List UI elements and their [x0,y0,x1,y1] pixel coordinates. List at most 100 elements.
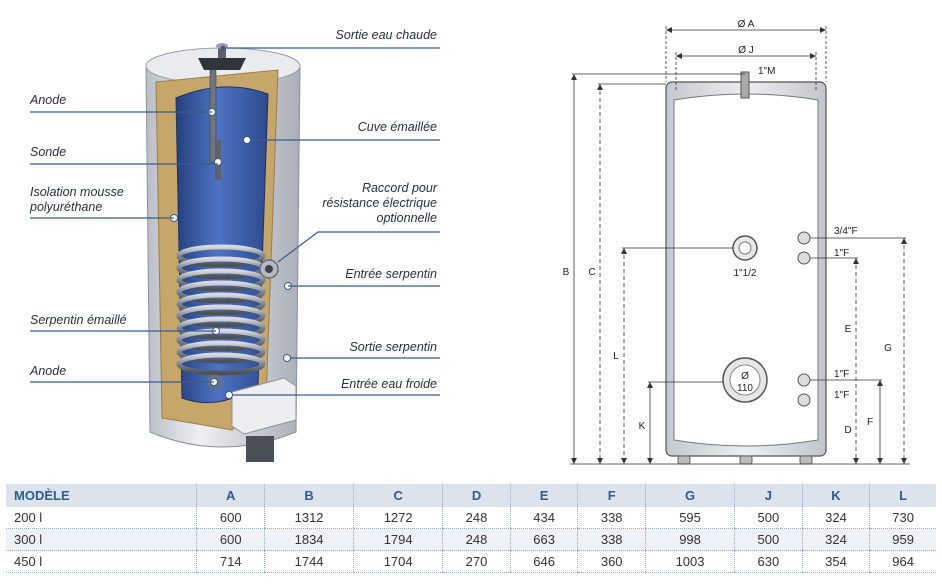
cutaway-labels: Sortie eau chaude Anode Cuve émaillée So… [29,28,438,391]
dim-1-f-a: 1"F [834,248,849,259]
header-g: G [644,484,735,507]
heater-cutaway [145,43,301,462]
dim-phi-a: Ø A [738,19,755,30]
cell: 500 [734,528,803,551]
label-anode-top: Anode [29,93,66,107]
header-e: E [509,484,578,507]
cell: 1312 [264,507,354,529]
cell: 500 [734,507,803,529]
table-header-row: MODÈLE A B C D E F G J K L [6,484,936,507]
header-k: K [801,484,870,507]
dimension-labels: Ø A Ø J 1"M 3/4"F 1"F 1"F 1"F 1"1/2 Ø 11… [563,19,892,436]
dim-1-f-b: 1"F [834,369,849,380]
cell: 1003 [644,550,735,573]
cell: 248 [442,528,511,551]
dim-f: F [867,417,873,428]
cell: 663 [509,528,578,551]
cell: 338 [577,528,646,551]
dim-k: K [639,421,646,432]
table-row: 450 l 714 1744 1704 270 646 360 1003 630… [6,550,936,573]
dim-port-110: 110 [737,383,753,394]
dimension-lines [570,26,910,465]
label-probe: Sonde [30,145,66,159]
label-tank: Cuve émaillée [358,120,437,134]
port-1-f-lower [797,393,811,407]
foot-left [677,455,691,465]
port-1-f-upper [797,251,811,265]
cell-model: 200 l [6,507,197,529]
bottom-cover [231,377,297,435]
port-1-f-mid [797,373,811,387]
header-b: B [264,484,354,507]
cell: 964 [869,550,936,573]
header-f: F [577,484,646,507]
label-connector-3: optionnelle [377,211,438,225]
cell-model: 300 l [6,528,197,551]
label-hot-outlet: Sortie eau chaude [336,28,438,42]
cell: 360 [577,550,646,573]
cell: 1704 [353,550,443,573]
cell: 1272 [353,507,443,529]
outlet-flange [198,58,246,70]
cell: 595 [644,507,735,529]
cell: 270 [442,550,511,573]
label-insulation-2: polyuréthane [29,200,102,214]
cell-model: 450 l [6,550,197,573]
coil [176,244,266,376]
dim-phi-j: Ø J [738,45,754,56]
dim-1-1-2: 1"1/2 [733,268,756,279]
label-connector-2: résistance électrique [322,196,437,210]
foot-right [799,455,813,465]
cell: 646 [509,550,578,573]
label-connector-1: Raccord pour [362,181,438,195]
cell: 1834 [264,528,354,551]
schematic-inner [673,93,819,447]
top-outlet [740,71,750,99]
port-3-4-f [797,231,811,245]
dim-e: E [845,324,852,335]
label-coil: Serpentin émaillé [30,313,127,327]
dim-l: L [613,351,619,362]
cell: 324 [801,507,870,529]
header-model: MODÈLE [6,484,197,507]
cell: 998 [644,528,735,551]
dimension-schematic [665,71,827,465]
label-coil-out: Sortie serpentin [349,340,437,354]
dimensions-table: MODÈLE A B C D E F G J K L 200 l 600 131… [6,484,936,573]
cell: 434 [509,507,578,529]
label-anode-bottom: Anode [29,364,66,378]
table-row: 200 l 600 1312 1272 248 434 338 595 500 … [6,507,936,529]
cell: 248 [442,507,511,529]
cell: 714 [196,550,265,573]
header-d: D [442,484,511,507]
header-l: L [869,484,936,507]
label-insulation-1: Isolation mousse [30,185,124,199]
cell: 338 [577,507,646,529]
dim-3-4-f: 3/4"F [834,226,858,237]
foot [246,436,274,462]
cell: 324 [801,528,870,551]
dim-g: G [884,343,892,354]
dim-1-m: 1"M [758,66,775,77]
hot-outlet-pipe [218,44,226,58]
label-coil-in: Entrée serpentin [345,267,437,281]
dim-c: C [588,267,595,278]
cell: 600 [196,528,265,551]
cell: 630 [734,550,803,573]
cell: 1744 [264,550,354,573]
table-row: 300 l 600 1834 1794 248 663 338 998 500 … [6,528,936,551]
foot-mid [739,455,753,465]
dim-b: B [563,267,570,278]
cell: 1794 [353,528,443,551]
leader-lines [30,47,440,396]
dim-port-phi: Ø [741,371,749,382]
header-a: A [196,484,265,507]
cell: 600 [196,507,265,529]
dim-1-f-c: 1"F [834,390,849,401]
cell: 730 [869,507,936,529]
dim-d: D [844,425,851,436]
label-cold-inlet: Entrée eau froide [341,377,437,391]
header-c: C [353,484,443,507]
cell: 354 [801,550,870,573]
